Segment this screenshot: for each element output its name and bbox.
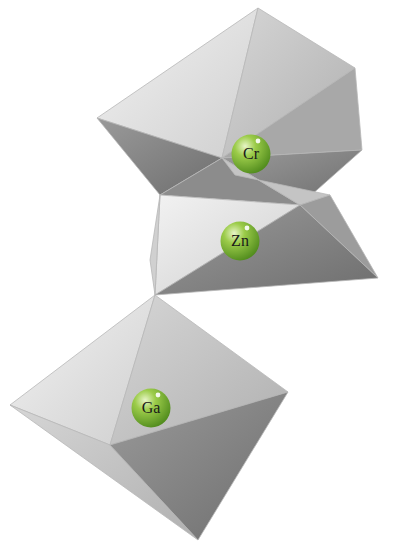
atom-sphere: Cr bbox=[231, 134, 271, 174]
cr-octahedron bbox=[97, 8, 362, 205]
element-symbol: Ga bbox=[142, 399, 161, 417]
atom-sphere: Ga bbox=[131, 388, 171, 428]
element-symbol: Zn bbox=[231, 232, 249, 250]
zn-octahedron bbox=[150, 158, 378, 295]
ga-octahedron bbox=[10, 295, 288, 540]
element-symbol: Cr bbox=[243, 145, 259, 163]
atom-sphere: Zn bbox=[220, 221, 260, 261]
